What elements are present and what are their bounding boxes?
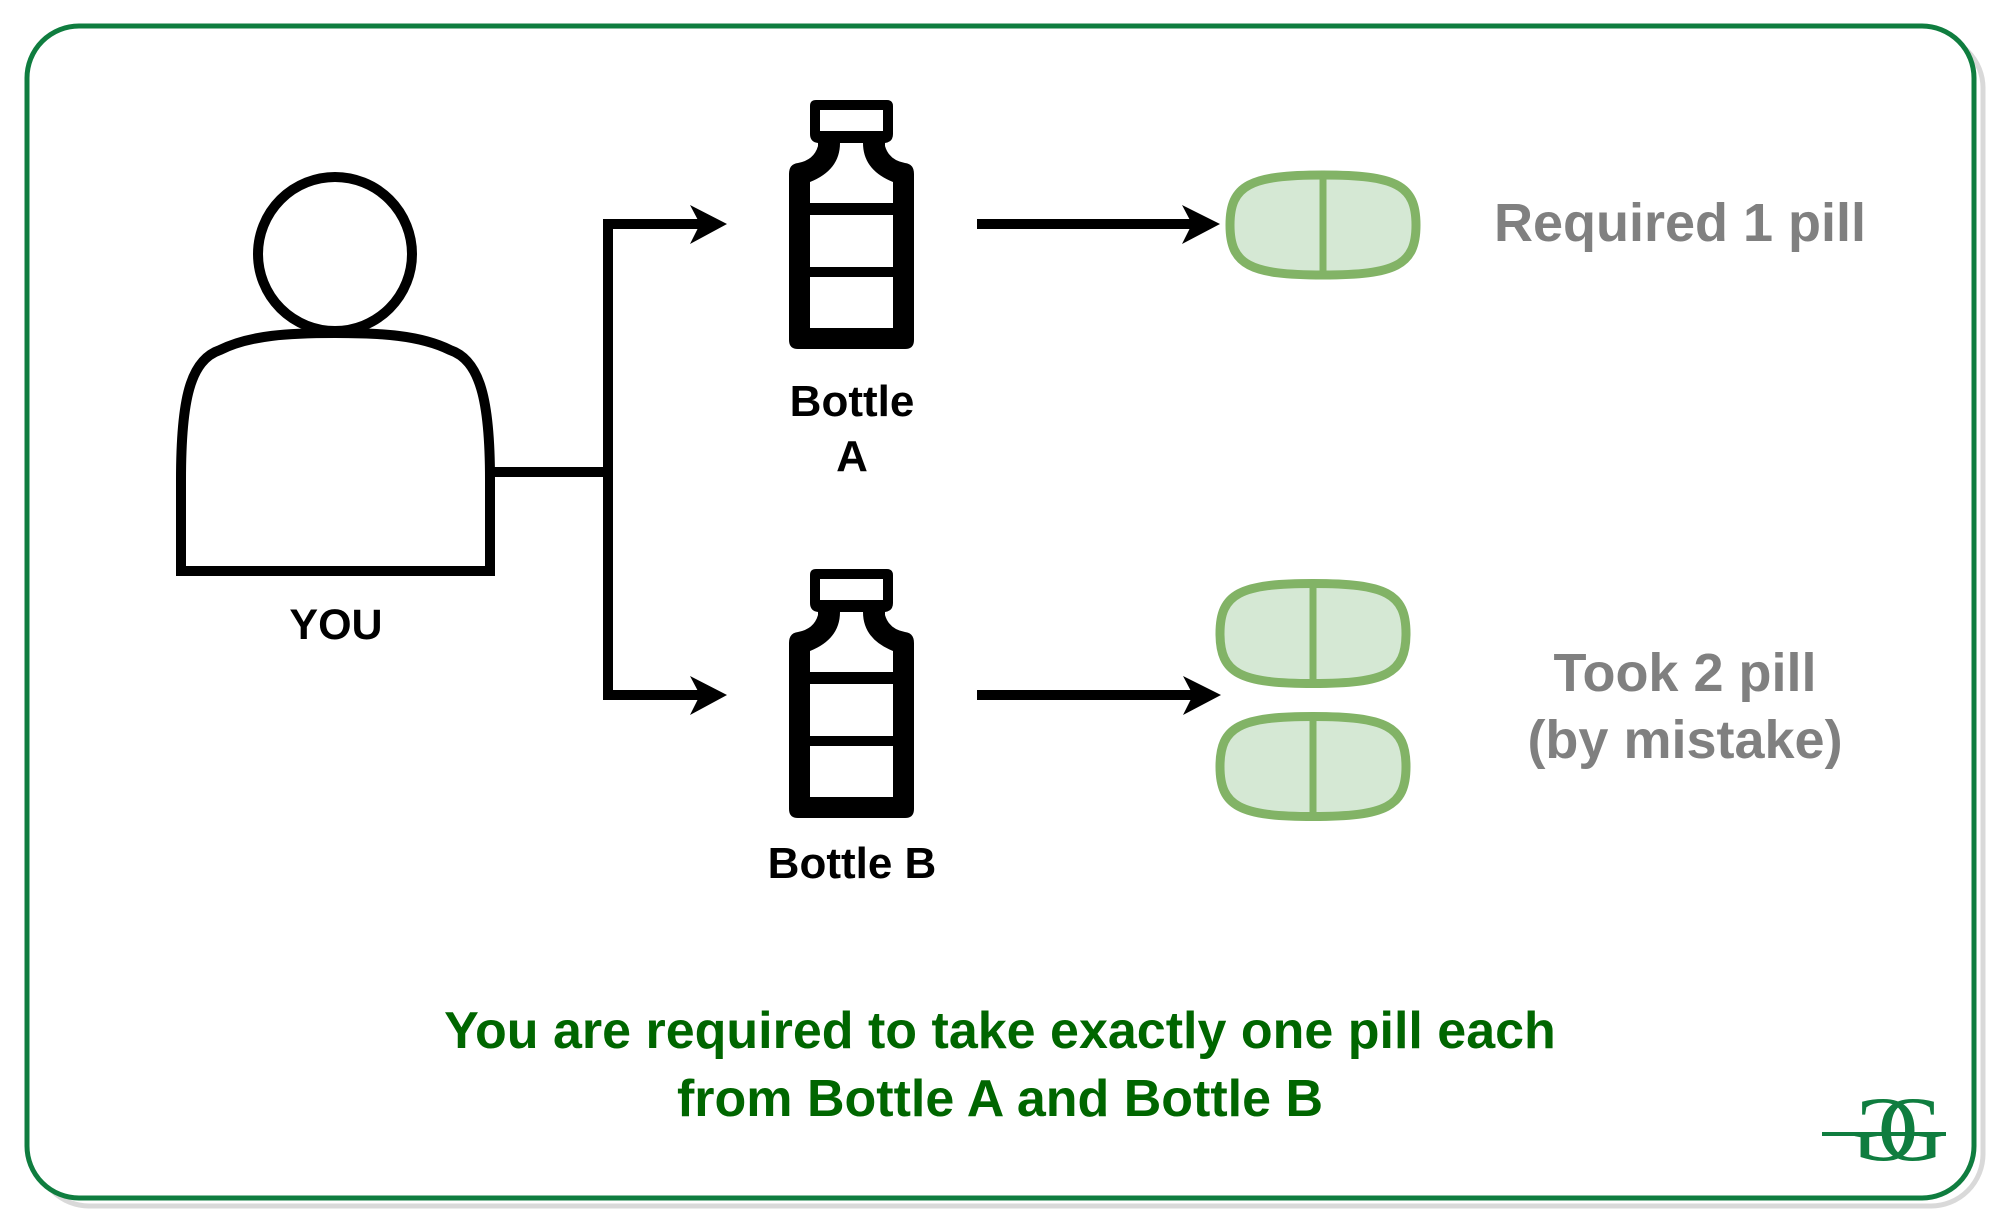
pill-icon — [1225, 170, 1421, 280]
bottle-icon — [789, 100, 914, 349]
svg-text:G: G — [1852, 1078, 1918, 1180]
arrow-to-pills-b — [1183, 676, 1221, 715]
frame-border — [24, 23, 1977, 1201]
caption-line: You are required to take exactly one pil… — [444, 1002, 1556, 1060]
svg-text:G: G — [1878, 1078, 1944, 1180]
instruction-caption: You are required to take exactly one pil… — [300, 997, 1700, 1133]
bottle-a-label-line: Bottle — [789, 377, 915, 426]
person-head — [253, 172, 417, 336]
geeksforgeeks-logo-icon: G G — [1822, 1078, 1946, 1180]
bottle-a-label-line: A — [836, 432, 868, 481]
person-outline-icon — [176, 172, 495, 576]
person-body — [176, 327, 495, 576]
mistake-note-line: Took 2 pill — [1553, 643, 1817, 703]
branch-connector — [490, 219, 700, 700]
pill-icon — [1215, 711, 1411, 822]
pill-icon — [1215, 578, 1411, 689]
mistake-note-line: (by mistake) — [1527, 710, 1843, 770]
required-pill-note: Required 1 pill — [1493, 193, 1867, 253]
caption-line: from Bottle A and Bottle B — [676, 1070, 1324, 1128]
arrow-to-bottle-b — [690, 676, 727, 715]
arrow-to-bottle-a — [690, 205, 727, 244]
bottle-icon — [789, 569, 914, 818]
person-label: YOU — [289, 601, 383, 649]
mistake-pill-note: Took 2 pill (by mistake) — [1445, 640, 1925, 774]
arrow-to-pill-a — [1182, 205, 1220, 244]
bottle-a-label: Bottle A — [752, 374, 952, 484]
bottle-b-label: Bottle B — [767, 839, 937, 888]
